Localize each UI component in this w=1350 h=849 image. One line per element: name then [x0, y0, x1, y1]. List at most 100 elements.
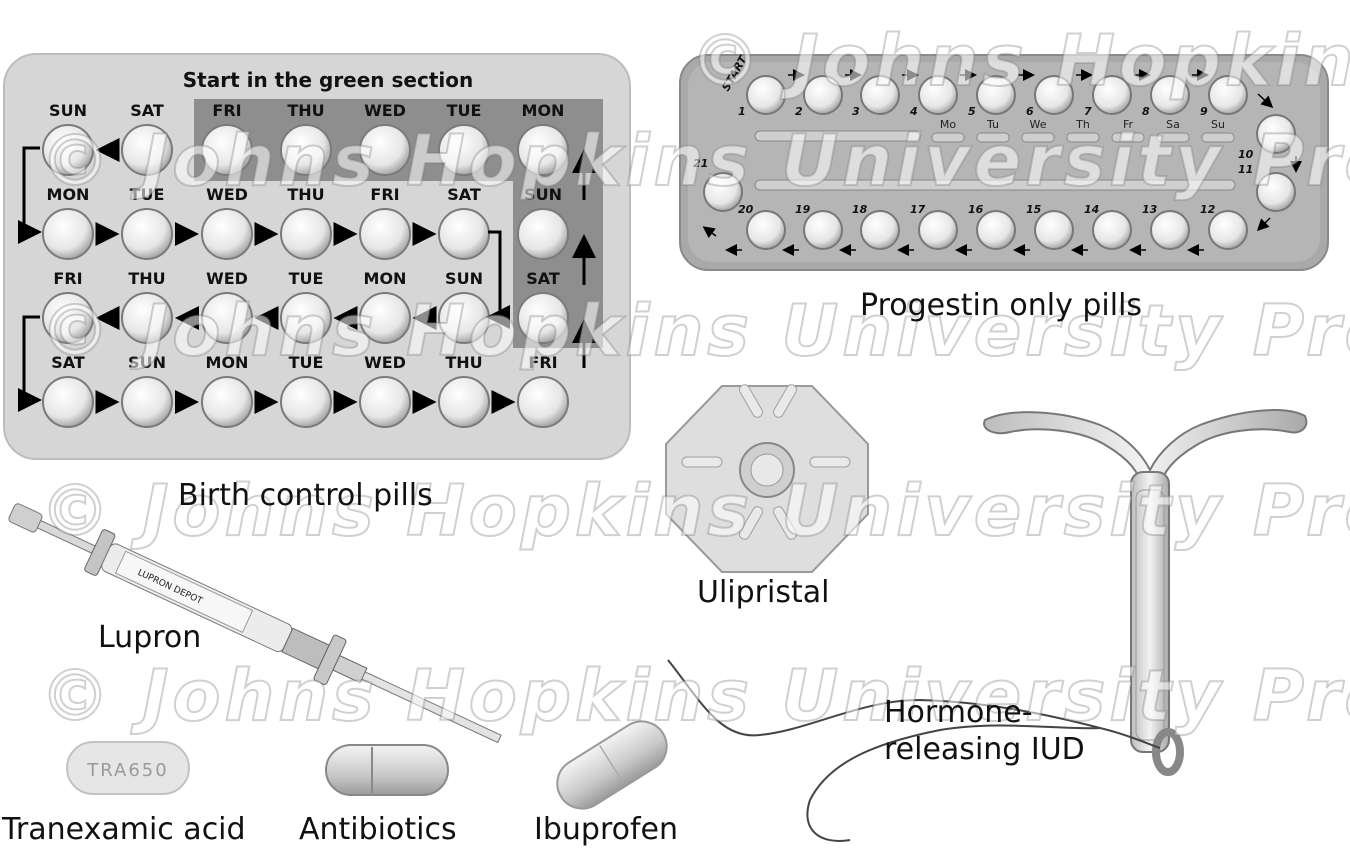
- pill-blister: [359, 124, 411, 176]
- pill-blister: [121, 292, 173, 344]
- pop-arrow-right-down: [1257, 93, 1274, 109]
- pop-pill: [976, 75, 1016, 115]
- pop-pill: [746, 75, 786, 115]
- pop-number-21: 21: [693, 157, 708, 170]
- pop-number: 13: [1142, 203, 1158, 216]
- iud: [667, 409, 1308, 842]
- day-label: SAT: [51, 353, 85, 372]
- pop-day-label: Th: [1075, 118, 1090, 131]
- pill-blister: [42, 124, 94, 176]
- pop-day-label: Mo: [940, 118, 956, 131]
- pop-number: 18: [852, 203, 868, 216]
- pill-blister: [121, 124, 173, 176]
- day-label: FRI: [370, 185, 399, 204]
- pill-blister: [517, 292, 569, 344]
- pill-blister: [438, 124, 490, 176]
- long-slot-top: [754, 130, 921, 142]
- day-label: THU: [445, 353, 482, 372]
- pop-pill: [918, 75, 958, 115]
- pop-arrow-right-corner: [1256, 217, 1271, 232]
- antibiotics-capsule: [325, 744, 449, 796]
- pill-blister: [517, 124, 569, 176]
- pop-day-slot: [1201, 132, 1235, 143]
- pop-arrow-left-corner: [702, 226, 717, 239]
- iud-loop: [1152, 728, 1184, 776]
- pop-pill: [746, 210, 786, 250]
- pop-number-11: 11: [1238, 163, 1253, 176]
- pop-number-10: 10: [1238, 148, 1254, 161]
- day-label: MON: [206, 353, 249, 372]
- day-label: FRI: [53, 269, 82, 288]
- pop-day-slot: [976, 132, 1010, 143]
- day-label: SAT: [526, 269, 560, 288]
- pill-blister: [42, 376, 94, 428]
- pill-blister: [517, 208, 569, 260]
- pop-day-label: Su: [1211, 118, 1225, 131]
- pop-number: 9: [1200, 105, 1208, 118]
- pop-day-label: Tu: [986, 118, 999, 131]
- pop-pill: [976, 210, 1016, 250]
- pop-day-label: We: [1030, 118, 1047, 131]
- ulipristal-pack: [665, 384, 869, 573]
- day-label: TUE: [130, 185, 165, 204]
- day-label: MON: [522, 101, 565, 120]
- pop-number: 20: [738, 203, 754, 216]
- pill-blister: [201, 124, 253, 176]
- day-label: TUE: [289, 353, 324, 372]
- tranexamic-caption: Tranexamic acid: [2, 812, 246, 847]
- pop-day-slot: [1021, 132, 1055, 143]
- pop-pill-10: [1256, 114, 1296, 154]
- pill-blister: [121, 376, 173, 428]
- iud-caption-line2: releasing IUD: [884, 732, 1085, 767]
- day-label: SUN: [524, 185, 562, 204]
- birth-control-caption: Birth control pills: [178, 478, 433, 513]
- pop-number: 17: [910, 203, 926, 216]
- day-label: WED: [206, 269, 248, 288]
- pop-pill: [1150, 210, 1190, 250]
- pop-pill: [1208, 75, 1248, 115]
- pop-day-label: Fr: [1123, 118, 1134, 131]
- day-label: WED: [364, 353, 406, 372]
- pop-number: 1: [738, 105, 746, 118]
- iud-stem: [1130, 471, 1170, 753]
- pill-blister: [201, 292, 253, 344]
- day-label: TUE: [447, 101, 482, 120]
- pill-blister: [280, 292, 332, 344]
- day-label: FRI: [528, 353, 557, 372]
- pill-blister: [359, 292, 411, 344]
- pill-blister: [438, 376, 490, 428]
- day-label: FRI: [212, 101, 241, 120]
- day-label: TUE: [289, 269, 324, 288]
- pop-number: 19: [795, 203, 811, 216]
- pop-pill: [860, 210, 900, 250]
- pop-pill: [860, 75, 900, 115]
- day-label: THU: [128, 269, 165, 288]
- pop-pill: [918, 210, 958, 250]
- iud-arms: [983, 409, 1308, 489]
- pop-pill: [803, 75, 843, 115]
- ibuprofen-pill: [556, 720, 668, 810]
- pop-number: 3: [852, 105, 860, 118]
- pill-blister: [201, 376, 253, 428]
- pill-blister: [42, 208, 94, 260]
- pill-blister: [280, 208, 332, 260]
- pill-blister: [280, 124, 332, 176]
- day-label: SAT: [447, 185, 481, 204]
- pop-number: 7: [1084, 105, 1092, 118]
- pill-blister: [359, 376, 411, 428]
- pop-pill: [1208, 210, 1248, 250]
- pill-blister: [280, 376, 332, 428]
- antibiotics-caption: Antibiotics: [299, 812, 457, 847]
- iud-caption-line1: Hormone-: [884, 695, 1033, 730]
- pop-number: 4: [909, 105, 918, 118]
- day-label: MON: [47, 185, 90, 204]
- day-label: SUN: [49, 101, 87, 120]
- lupron-caption: Lupron: [98, 620, 202, 655]
- pop-day-slot: [931, 132, 965, 143]
- pill-blister: [359, 208, 411, 260]
- pop-pill: [1034, 210, 1074, 250]
- pop-number: 6: [1026, 105, 1034, 118]
